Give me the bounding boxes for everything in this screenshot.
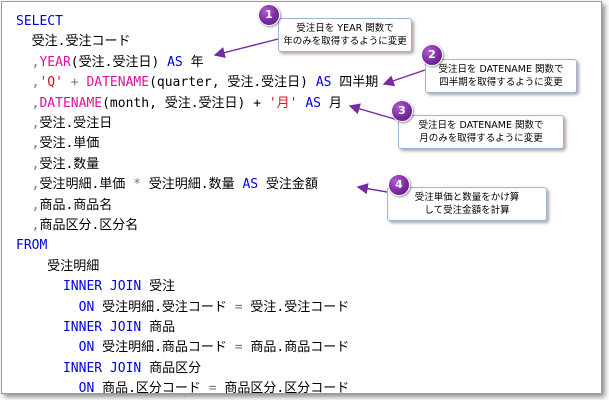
screenshot-frame: SELECT 受注.受注コード ,YEAR(受注.受注日) AS 年 ,'Q' … <box>1 1 602 396</box>
code-token: , <box>16 197 40 213</box>
code-token: 商品.商品コード <box>242 340 350 356</box>
code-token: YEAR <box>39 54 71 70</box>
code-line: ,商品区分.区分名 <box>16 216 139 235</box>
code-line: ,受注明細.単価 * 受注明細.数量 AS 受注金額 <box>16 175 318 194</box>
code-line: ,YEAR(受注.受注日) AS 年 <box>16 53 204 72</box>
code-token: DATENAME <box>86 75 150 91</box>
callout-2: 受注日を DATENAME 関数で 四半期を取得するように変更 <box>425 59 577 93</box>
arrow-2 <box>382 69 426 87</box>
code-token: ON <box>78 340 95 356</box>
code-token: 商品.商品名 <box>39 197 113 213</box>
code-line: INNER JOIN 受注 <box>16 277 175 296</box>
code-line: ,DATENAME(month, 受注.受注日) + '月' AS 月 <box>16 94 342 113</box>
code-line: 受注明細 <box>16 257 99 276</box>
code-token: (month, 受注.受注日) + <box>102 95 269 111</box>
code-token: (受注.受注日) <box>70 54 168 70</box>
code-line: FROM <box>16 236 47 255</box>
code-line: ON 受注明細.受注コード = 受注.受注コード <box>16 298 350 317</box>
code-token: 四半期 <box>331 75 379 91</box>
code-token: 月 <box>321 95 342 111</box>
code-line: ,受注.単価 <box>16 134 100 153</box>
code-token: , <box>16 54 40 70</box>
code-line: ON 受注明細.商品コード = 商品.商品コード <box>16 338 350 357</box>
code-token: , <box>16 95 40 111</box>
code-token: ON <box>78 299 95 315</box>
callout-3: 受注日を DATENAME 関数で 月のみを取得するように変更 <box>398 115 564 149</box>
code-token: 年 <box>182 54 204 70</box>
callout-1-line-1: 受注日を YEAR 関数で <box>296 23 394 34</box>
callout-4-line-1: 受注単価と数量をかけ算 <box>414 192 520 203</box>
code-token: = <box>208 381 217 397</box>
code-line: ,商品.商品名 <box>16 196 113 215</box>
callout-badge-1: 1 <box>258 4 280 26</box>
code-token: INNER JOIN <box>62 320 142 335</box>
code-line: 受注.受注コード <box>16 32 131 51</box>
code-token: INNER JOIN <box>62 279 142 295</box>
callout-2-line-2: 四半期を取得するように変更 <box>439 77 563 88</box>
code-token: = <box>234 299 243 315</box>
callout-4: 受注単価と数量をかけ算 して受注金額を計算 <box>387 187 547 221</box>
code-token: ON <box>78 381 95 397</box>
arrow-1 <box>213 38 279 59</box>
code-line: ,'Q' + DATENAME(quarter, 受注.受注日) AS 四半期 <box>16 73 379 92</box>
code-token: 商品区分.区分名 <box>39 218 139 233</box>
code-line: INNER JOIN 商品区分 <box>16 359 201 378</box>
code-token: DATENAME <box>39 95 103 111</box>
code-token: AS <box>242 177 259 193</box>
code-token: SELECT <box>16 14 63 29</box>
code-token: + <box>62 75 87 91</box>
code-token: FROM <box>16 238 48 254</box>
code-token: 受注明細.商品コード <box>94 340 235 356</box>
code-token: , <box>16 218 40 233</box>
code-token: 受注.受注日 <box>39 116 113 131</box>
callout-2-line-1: 受注日を DATENAME 関数で <box>438 64 564 75</box>
code-token: 商品.区分コード <box>94 381 209 397</box>
code-token: '月' <box>268 95 298 111</box>
callout-arrows <box>213 38 426 195</box>
code-token: AS <box>315 75 332 91</box>
code-line: ,受注.受注日 <box>16 114 113 133</box>
code-token: , <box>16 75 40 91</box>
code-token: , <box>16 177 40 193</box>
code-token: = <box>234 340 243 356</box>
code-token: , <box>16 116 40 131</box>
callout-badge-2: 2 <box>421 44 443 66</box>
code-token: 受注.受注コード <box>242 299 350 315</box>
code-line: SELECT <box>16 12 63 31</box>
callout-1: 受注日を YEAR 関数で 年のみを取得するように変更 <box>278 18 412 52</box>
callout-3-line-2: 月のみを取得するように変更 <box>419 133 543 144</box>
code-line: INNER JOIN 商品 <box>16 318 175 337</box>
arrow-3 <box>348 103 399 121</box>
code-token: INNER JOIN <box>62 360 142 376</box>
code-token: , <box>16 156 40 172</box>
arrow-4 <box>356 183 388 195</box>
code-token: AS <box>167 54 183 70</box>
code-token: 受注.単価 <box>39 136 100 152</box>
callout-4-line-2: して受注金額を計算 <box>424 205 510 216</box>
code-line: ON 商品.区分コード = 商品区分.区分コード <box>16 379 350 398</box>
code-token: 'Q' <box>39 75 63 91</box>
code-token: AS <box>305 95 321 111</box>
code-token: 受注明細.数量 <box>140 177 243 193</box>
callout-badge-3: 3 <box>391 100 413 122</box>
callout-3-line-1: 受注日を DATENAME 関数で <box>418 120 544 131</box>
code-token: 受注金額 <box>258 177 318 193</box>
code-token: 受注 <box>141 279 176 295</box>
code-token: 受注明細 <box>16 258 100 274</box>
callout-1-line-2: 年のみを取得するように変更 <box>283 36 407 47</box>
code-token: 受注.数量 <box>39 156 100 172</box>
code-token: 受注明細.受注コード <box>94 299 235 315</box>
code-line: ,受注.数量 <box>16 155 100 174</box>
code-token: * <box>133 177 141 193</box>
code-token: 受注.受注コード <box>16 34 131 50</box>
code-token: 商品 <box>141 320 176 335</box>
code-token: 商品区分.区分コード <box>216 381 350 397</box>
code-token: 受注明細.単価 <box>39 177 134 193</box>
callout-badge-4: 4 <box>388 174 410 196</box>
code-token: , <box>16 136 40 152</box>
code-token: (quarter, 受注.受注日) <box>149 75 316 91</box>
code-token: 商品区分 <box>141 360 202 376</box>
